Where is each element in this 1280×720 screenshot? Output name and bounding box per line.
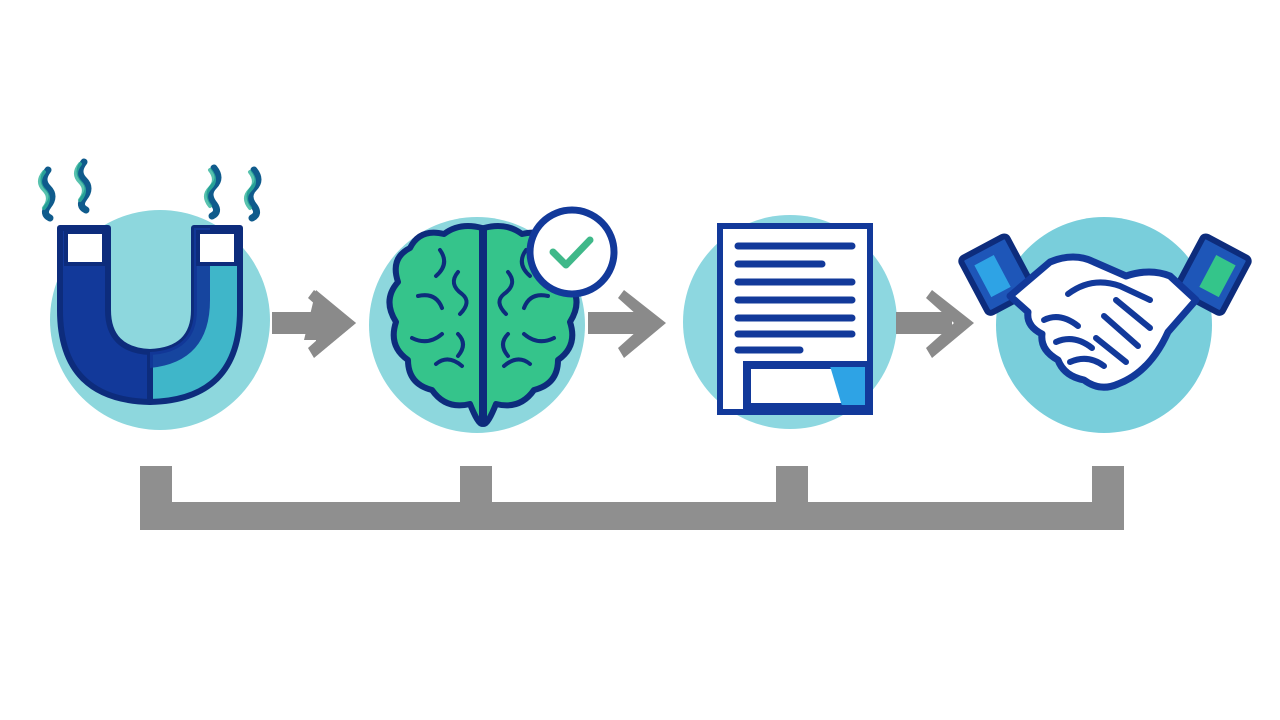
bracket-tick	[460, 466, 492, 506]
brain-check-icon	[386, 206, 618, 427]
document-icon	[717, 223, 873, 415]
brain-left-hemisphere	[386, 223, 485, 427]
bottom-bracket	[140, 466, 1124, 530]
step-document	[683, 215, 897, 429]
arrow-right-icon	[896, 290, 974, 358]
step-decide	[369, 206, 618, 433]
bracket-tick	[776, 466, 808, 506]
magnet-pole-right	[196, 230, 238, 266]
magnet-icon	[38, 158, 262, 405]
step-attract	[38, 158, 270, 430]
bracket-tick	[1092, 466, 1124, 506]
check-badge-icon	[526, 206, 618, 298]
arrow-right-icon	[272, 290, 356, 358]
magnetic-field-icon	[40, 158, 262, 222]
arrow-right-icon	[588, 290, 666, 358]
handshake-icon	[958, 233, 1252, 391]
bracket-tick	[140, 466, 172, 506]
step-agreement	[958, 217, 1252, 433]
magnet-pole-left	[64, 230, 106, 266]
